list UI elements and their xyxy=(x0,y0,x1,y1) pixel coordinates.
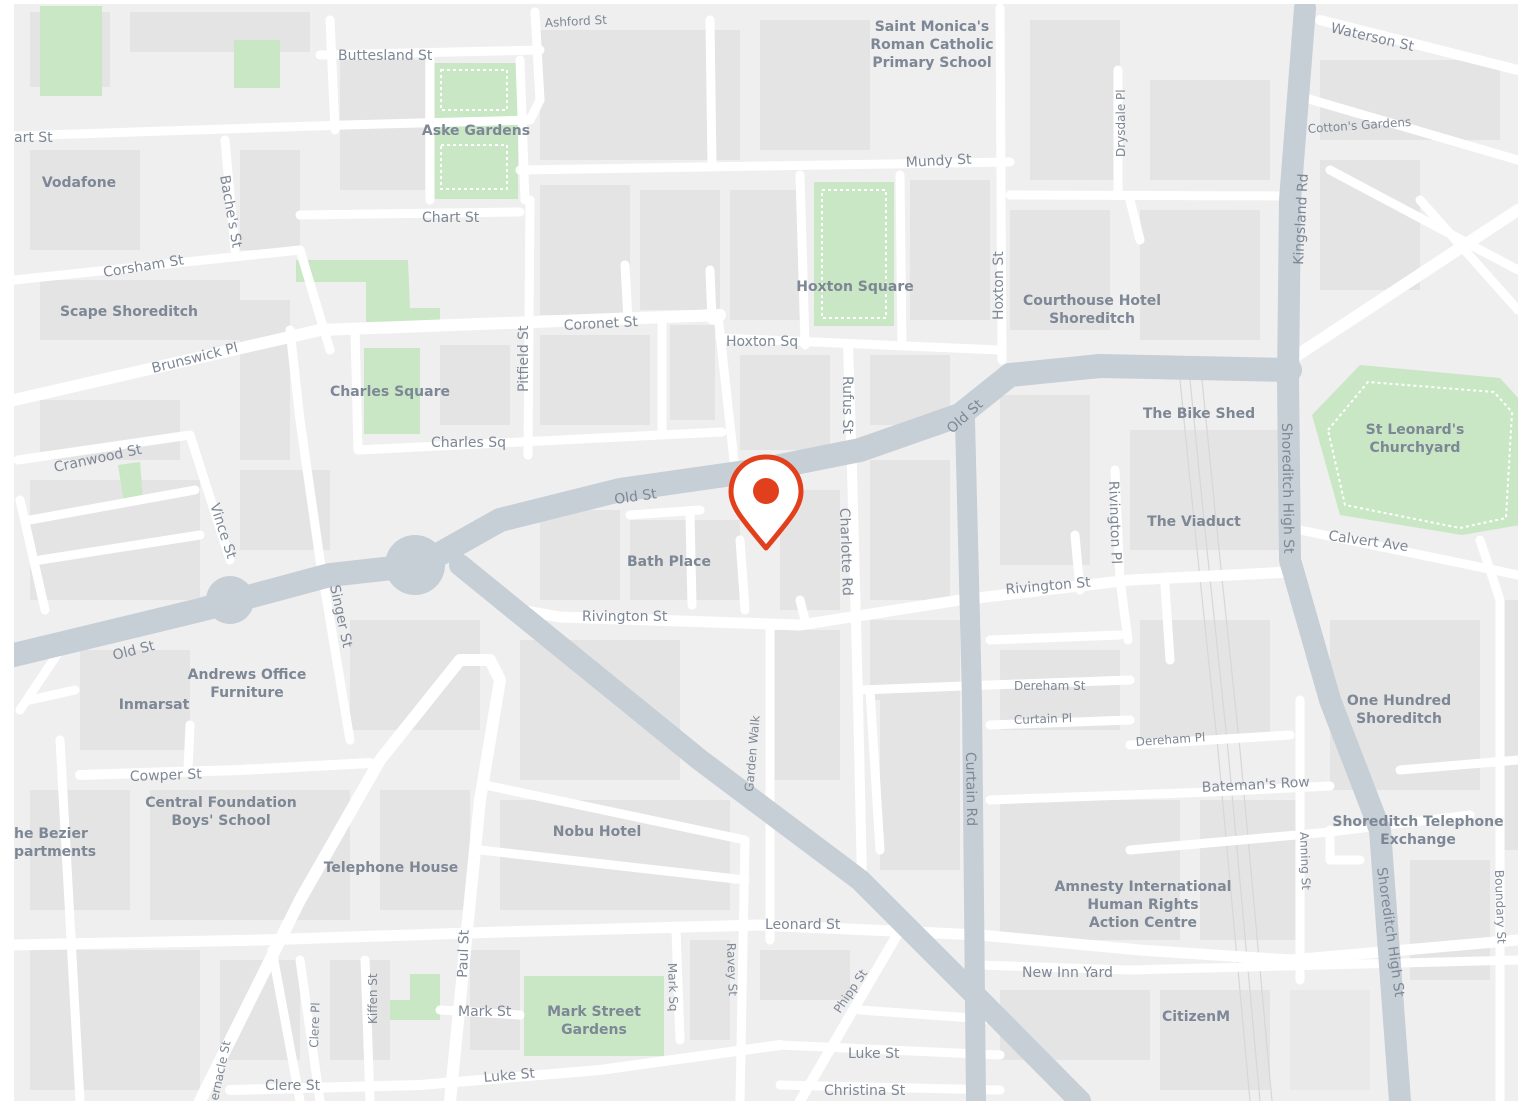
place-label: Shoreditch xyxy=(1049,311,1135,327)
place-label: The Viaduct xyxy=(1147,514,1241,530)
place-label: Scape Shoreditch xyxy=(60,304,198,320)
place-label: Vodafone xyxy=(42,175,116,191)
place-label: Andrews Office xyxy=(188,667,307,683)
place-label: Central Foundation xyxy=(145,795,297,811)
place-label: Aske Gardens xyxy=(422,123,530,139)
street-label: Boundary St xyxy=(1492,870,1509,945)
street-label: Curtain Pl xyxy=(1014,711,1073,727)
street-label: Chart St xyxy=(422,210,480,226)
place-label: Gardens xyxy=(561,1022,627,1038)
street-label: Luke St xyxy=(483,1066,536,1086)
street-label: Christina St xyxy=(824,1083,906,1099)
street-label: Mark St xyxy=(458,1004,512,1020)
street-label: Rufus St xyxy=(839,376,855,434)
street-label: Buttesland St xyxy=(338,48,433,64)
place-label: The Bike Shed xyxy=(1143,406,1255,422)
place-label: Boys' School xyxy=(171,813,270,829)
street-label: Rivington Pl xyxy=(1105,481,1124,565)
place-label: Shoreditch xyxy=(1356,711,1442,727)
street-label: Dereham Pl xyxy=(1135,730,1206,749)
place-label: Churchyard xyxy=(1370,440,1461,456)
map-canvas[interactable]: Ashford St Buttesland St Waterson St art… xyxy=(14,4,1518,1101)
place-labels: Saint Monica's Roman Catholic Primary Sc… xyxy=(14,19,1504,1038)
major-roads xyxy=(14,4,1411,1101)
railway xyxy=(1177,359,1273,1101)
street-label: art St xyxy=(14,130,53,146)
street-label: Luke St xyxy=(848,1046,900,1062)
place-label: he Bezier xyxy=(14,826,88,842)
street-label: Kiffen St xyxy=(366,973,380,1024)
place-label: Charles Square xyxy=(330,384,450,400)
street-label: Ashford St xyxy=(544,13,607,30)
parks xyxy=(40,6,1518,1056)
street-label: Mundy St xyxy=(905,152,972,171)
street-label: Hoxton Sq xyxy=(726,334,798,350)
place-label: CitizenM xyxy=(1162,1009,1230,1025)
place-label: Furniture xyxy=(210,685,284,701)
minor-streets xyxy=(14,4,1518,1101)
place-label: St Leonard's xyxy=(1366,422,1465,438)
street-label: Clere St xyxy=(265,1078,321,1094)
street-label: Drysdale Pl xyxy=(1114,89,1128,157)
place-label: Mark Street xyxy=(547,1004,641,1020)
map-pin-icon[interactable] xyxy=(728,454,804,551)
place-label: Roman Catholic xyxy=(870,37,993,53)
place-label: partments xyxy=(14,844,96,860)
place-label: Exchange xyxy=(1380,832,1456,848)
street-label: Garden Walk xyxy=(742,715,763,793)
street-label: Coronet St xyxy=(563,314,638,334)
place-label: Bath Place xyxy=(627,554,711,570)
place-label: Human Rights xyxy=(1087,897,1198,913)
street-label: New Inn Yard xyxy=(1022,965,1113,981)
street-label: Anning St xyxy=(1297,832,1313,891)
street-label: Clere Pl xyxy=(307,1002,323,1048)
street-label: Pitfield St xyxy=(516,325,532,392)
map-layer: Ashford St Buttesland St Waterson St art… xyxy=(14,4,1518,1101)
place-label: Nobu Hotel xyxy=(553,824,642,840)
street-label: Charles Sq xyxy=(431,435,506,451)
place-label: One Hundred xyxy=(1347,693,1451,709)
street-label: Kingsland Rd xyxy=(1291,173,1312,265)
place-label: Hoxton Square xyxy=(796,279,913,295)
street-label: Curtain Rd xyxy=(962,752,979,827)
place-label: Primary School xyxy=(872,55,991,71)
street-label: Rivington St xyxy=(1005,575,1092,598)
street-label: Mark Sq xyxy=(665,963,681,1012)
place-label: Telephone House xyxy=(324,860,459,876)
street-label: Leonard St xyxy=(765,917,841,933)
street-label: Paul St xyxy=(455,929,473,978)
street-label: Bateman's Row xyxy=(1201,774,1310,796)
place-label: Courthouse Hotel xyxy=(1023,293,1161,309)
place-label: Shoreditch Telephone xyxy=(1332,814,1503,830)
street-label: Ravey St xyxy=(724,943,740,997)
place-label: Amnesty International xyxy=(1055,879,1232,895)
place-label: Saint Monica's xyxy=(875,19,990,35)
place-label: Action Centre xyxy=(1089,915,1197,931)
building-blocks xyxy=(30,12,1518,1090)
street-label: Hoxton St xyxy=(991,251,1007,320)
street-label: Cowper St xyxy=(130,766,203,785)
street-label: Dereham St xyxy=(1014,679,1086,693)
street-label: Rivington St xyxy=(582,609,668,625)
place-label: Inmarsat xyxy=(119,697,190,713)
street-label: Old St xyxy=(613,486,658,508)
street-label: Charlotte Rd xyxy=(836,508,855,597)
street-label: Shoreditch High St xyxy=(1278,423,1296,554)
